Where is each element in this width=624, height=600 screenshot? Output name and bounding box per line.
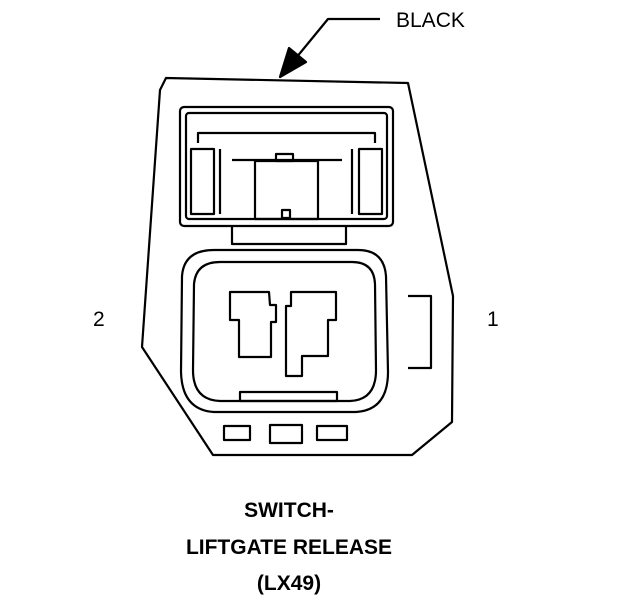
keying-slots <box>222 423 349 445</box>
pin-cavity <box>179 248 390 414</box>
caption-line-2: LIFTGATE RELEASE <box>185 536 393 559</box>
color-callout-leader <box>278 17 380 79</box>
caption-line-1: SWITCH- <box>244 499 334 522</box>
pin-1-label: 1 <box>487 308 499 331</box>
caption-line-3: (LX49) <box>256 572 322 595</box>
wire-color-label: BLACK <box>396 9 465 32</box>
connector-housing <box>140 76 455 457</box>
housing-side-detail <box>408 294 433 370</box>
connector-latch <box>178 105 395 246</box>
pin-2-label: 2 <box>93 308 105 331</box>
